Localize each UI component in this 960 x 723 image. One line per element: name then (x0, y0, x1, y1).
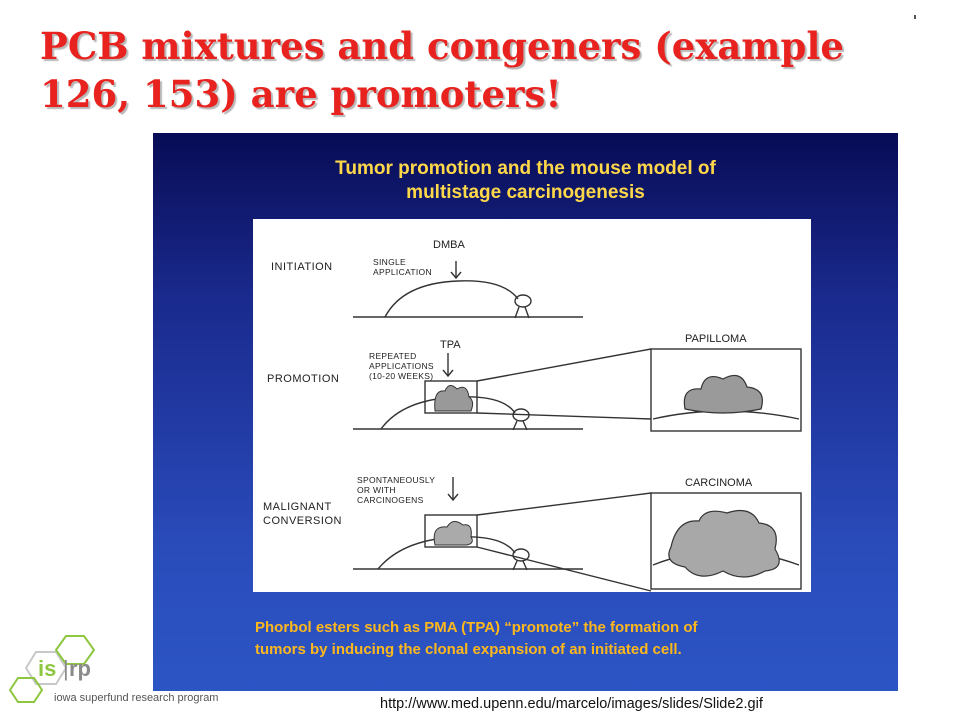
stage-conversion: CONVERSION (263, 515, 342, 527)
note-spontaneously-2: OR WITH (357, 485, 396, 495)
note-spontaneously-3: CARCINOGENS (357, 495, 424, 505)
papilloma-inset (650, 348, 802, 432)
caption-line-1: Phorbol esters such as PMA (TPA) “promot… (255, 619, 698, 636)
carcinogenesis-diagram: DMBA SINGLE APPLICATION INITIATION TPA R… (253, 219, 811, 592)
panel-title-line-2: multistage carcinogenesis (406, 182, 645, 203)
panel-caption: Phorbol esters such as PMA (TPA) “promot… (255, 617, 875, 661)
label-papilloma: PAPILLOMA (685, 333, 747, 345)
corner-mark (914, 15, 916, 19)
source-url[interactable]: http://www.med.upenn.edu/marcelo/images/… (380, 696, 763, 712)
stage-initiation: INITIATION (271, 261, 333, 273)
carcinoma-inset (650, 492, 802, 590)
promotion-zoom-box (424, 380, 478, 414)
stage-promotion: PROMOTION (267, 373, 340, 385)
note-single-2: APPLICATION (373, 267, 432, 277)
conversion-tumor (433, 521, 473, 546)
svg-text:|: | (63, 656, 69, 681)
mouse-legs-initiation (514, 306, 530, 319)
panel-title: Tumor promotion and the mouse model of m… (153, 157, 898, 205)
svg-text:is: is (38, 656, 56, 681)
stage-malignant: MALIGNANT (263, 501, 332, 513)
agent-tpa: TPA (440, 339, 461, 351)
arrow-tpa-head (442, 369, 454, 378)
mouse-legs-promotion (512, 420, 528, 431)
isrp-logo: is | rp (6, 630, 186, 718)
note-repeated-1: REPEATED (369, 351, 417, 361)
mouse-back-initiation (384, 280, 519, 318)
arrow-dmba-head (450, 271, 462, 280)
slide-title-line-2: 126, 153) are promoters! (40, 72, 562, 116)
slide-title-line-1: PCB mixtures and congeners (example (40, 24, 844, 68)
agent-dmba: DMBA (433, 239, 465, 251)
conversion-zoom-lines (476, 492, 652, 592)
note-single-1: SINGLE (373, 257, 406, 267)
arrow-conversion-head (447, 493, 459, 502)
note-spontaneously-1: SPONTANEOUSLY (357, 475, 436, 485)
promotion-zoom-lines (476, 348, 652, 420)
note-repeated-3: (10-20 WEEKS) (369, 371, 434, 381)
diagram-drawing (353, 261, 802, 592)
conversion-zoom-box (424, 514, 478, 548)
carcinoma-mass (668, 510, 780, 578)
logo-wordmark: iowa superfund research program (54, 692, 219, 704)
note-repeated-2: APPLICATIONS (369, 361, 434, 371)
papilloma-mass (683, 374, 763, 414)
promotion-tumor (434, 385, 474, 412)
label-carcinoma: CARCINOMA (685, 477, 753, 489)
mouse-head-conversion (512, 548, 530, 562)
mouse-head-initiation (514, 294, 532, 308)
slide-title: PCB mixtures and congeners (example 126,… (40, 22, 900, 118)
svg-text:rp: rp (69, 656, 91, 681)
caption-line-2: tumors by inducing the clonal expansion … (255, 641, 682, 658)
hexagon-logo-icon: is | rp (8, 635, 96, 703)
panel-title-line-1: Tumor promotion and the mouse model of (335, 158, 716, 179)
figure-panel: Tumor promotion and the mouse model of m… (153, 133, 898, 691)
mouse-legs-conversion (512, 560, 528, 571)
